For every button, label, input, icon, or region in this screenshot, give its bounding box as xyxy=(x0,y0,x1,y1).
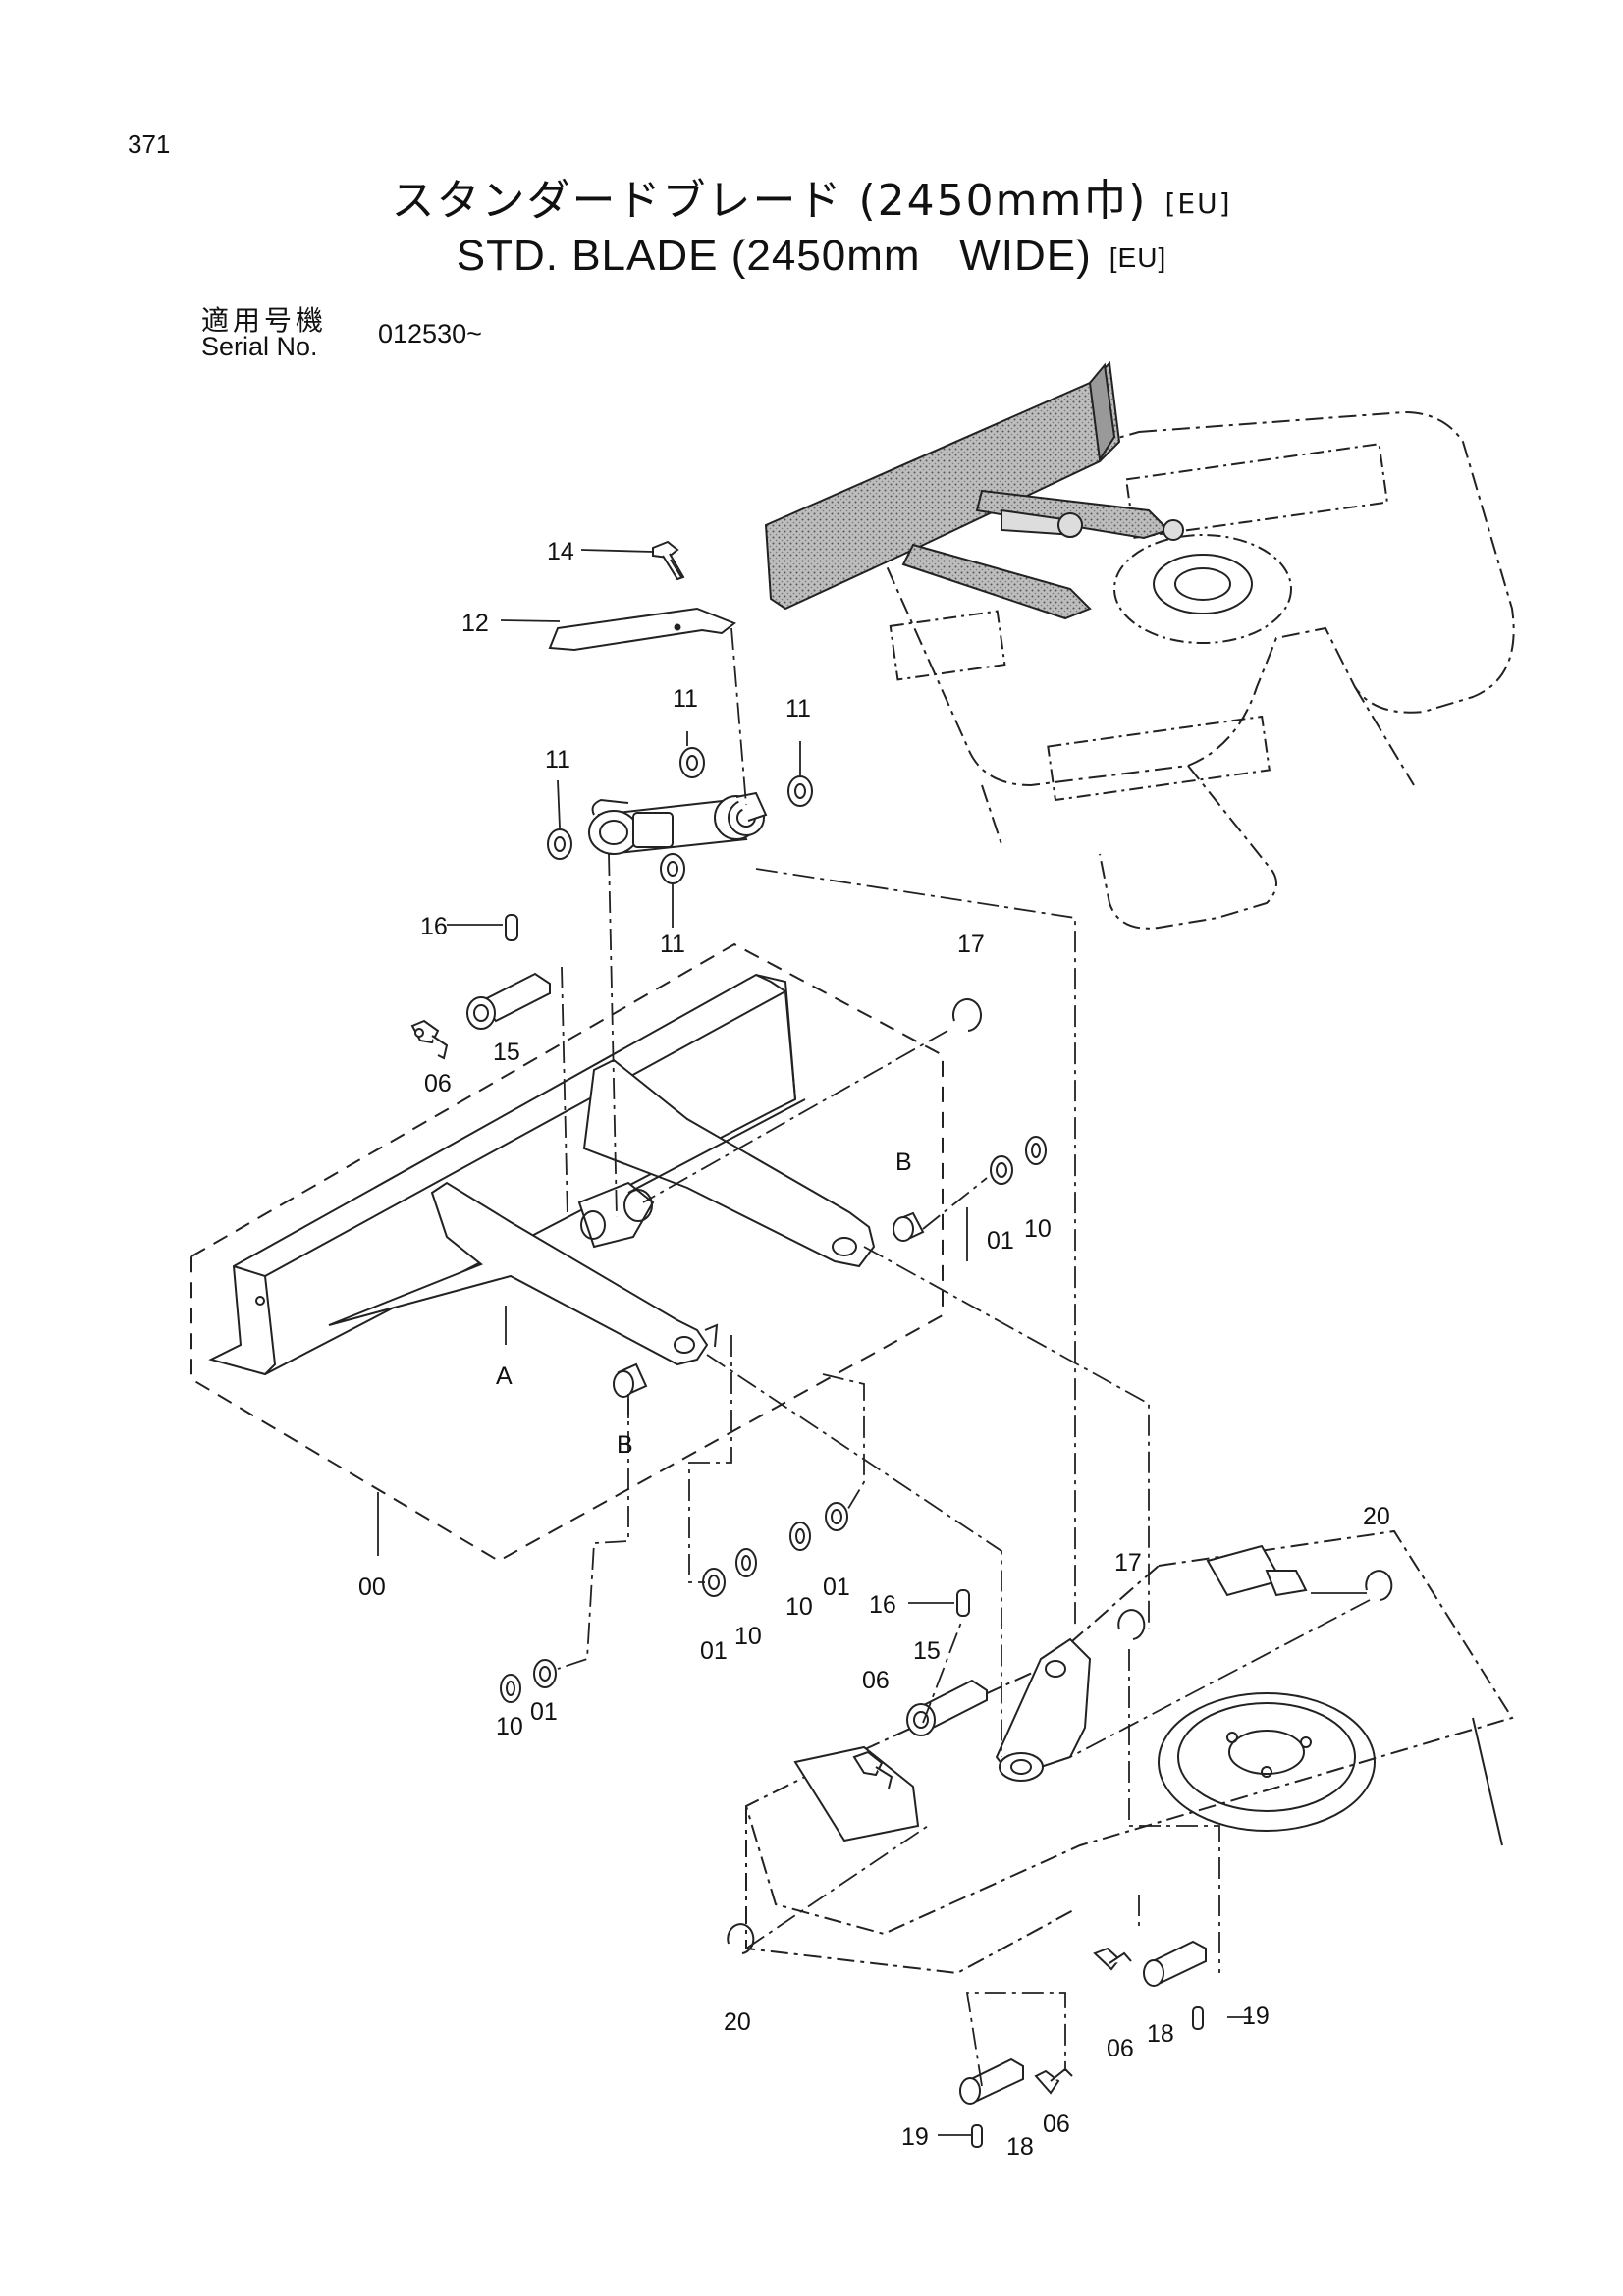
callout-01: 01 xyxy=(987,1227,1014,1255)
serial-label-japanese: 適用号機 xyxy=(201,304,328,337)
inset-machine-illustration xyxy=(764,360,1515,930)
bolt-14 xyxy=(652,540,685,581)
callout-b: B xyxy=(617,1431,633,1459)
snap-ring-17-upper xyxy=(951,998,982,1032)
callout-11: 11 xyxy=(673,685,698,713)
callout-11: 11 xyxy=(660,931,685,958)
callout-06: 06 xyxy=(424,1070,452,1097)
page-number: 371 xyxy=(128,130,171,159)
pin-assembly-upper xyxy=(410,914,551,1060)
title-japanese-text: スタンダードブレード (2450mm巾) xyxy=(391,176,1148,226)
region-tag: [EU] xyxy=(1164,187,1232,220)
callout-11: 11 xyxy=(785,695,811,722)
cover-plate-12 xyxy=(548,607,737,652)
title-english-text: STD. BLADE (2450mm WIDE) xyxy=(456,232,1092,280)
title-english: STD. BLADE (2450mm WIDE) [EU] xyxy=(0,232,1623,281)
callout-labels: 14 12 11 11 11 11 16 15 06 17 B 01 10 A … xyxy=(358,538,1390,2161)
callout-b: B xyxy=(895,1148,912,1176)
callout-10: 10 xyxy=(1024,1215,1052,1243)
callout-19: 19 xyxy=(1242,2002,1270,2030)
callout-14: 14 xyxy=(547,538,574,565)
callout-01: 01 xyxy=(700,1637,728,1665)
callout-20: 20 xyxy=(1363,1503,1390,1530)
callout-12: 12 xyxy=(461,610,489,637)
bushings-b xyxy=(613,1211,925,1398)
callout-10: 10 xyxy=(734,1623,762,1650)
callout-01: 01 xyxy=(823,1574,850,1601)
washers-11 xyxy=(547,747,813,884)
leader-lines xyxy=(377,549,1371,2136)
callout-16: 16 xyxy=(869,1591,896,1619)
callout-06: 06 xyxy=(862,1667,890,1694)
callout-18: 18 xyxy=(1147,2020,1174,2048)
callout-17: 17 xyxy=(1114,1549,1142,1576)
pin-assembly-lower xyxy=(852,1589,1207,2148)
blade-cylinder xyxy=(588,791,768,856)
blade-assembly-00 xyxy=(190,942,944,1563)
region-tag-en: [EU] xyxy=(1109,242,1167,274)
serial-number-value: 012530~ xyxy=(378,319,482,348)
callout-06: 06 xyxy=(1043,2110,1070,2138)
callout-10: 10 xyxy=(785,1593,813,1621)
callout-00: 00 xyxy=(358,1574,386,1601)
callout-06: 06 xyxy=(1107,2035,1134,2062)
snap-rings-lower xyxy=(727,1570,1393,1954)
callout-a: A xyxy=(496,1362,513,1390)
callout-18: 18 xyxy=(1006,2133,1034,2161)
serial-label-english: Serial No. xyxy=(201,332,318,361)
track-frame xyxy=(744,1529,1514,1975)
title-japanese: スタンダードブレード (2450mm巾) [EU] xyxy=(0,165,1623,228)
callout-19: 19 xyxy=(901,2123,929,2151)
callout-17: 17 xyxy=(957,931,985,958)
callout-10: 10 xyxy=(496,1713,523,1740)
callout-15: 15 xyxy=(493,1039,520,1066)
callout-16: 16 xyxy=(420,913,448,940)
callout-11: 11 xyxy=(545,746,570,774)
callout-01: 01 xyxy=(530,1698,558,1726)
callout-20: 20 xyxy=(724,2008,751,2036)
washers-01-10 xyxy=(500,1136,1047,1703)
callout-15: 15 xyxy=(913,1637,941,1665)
